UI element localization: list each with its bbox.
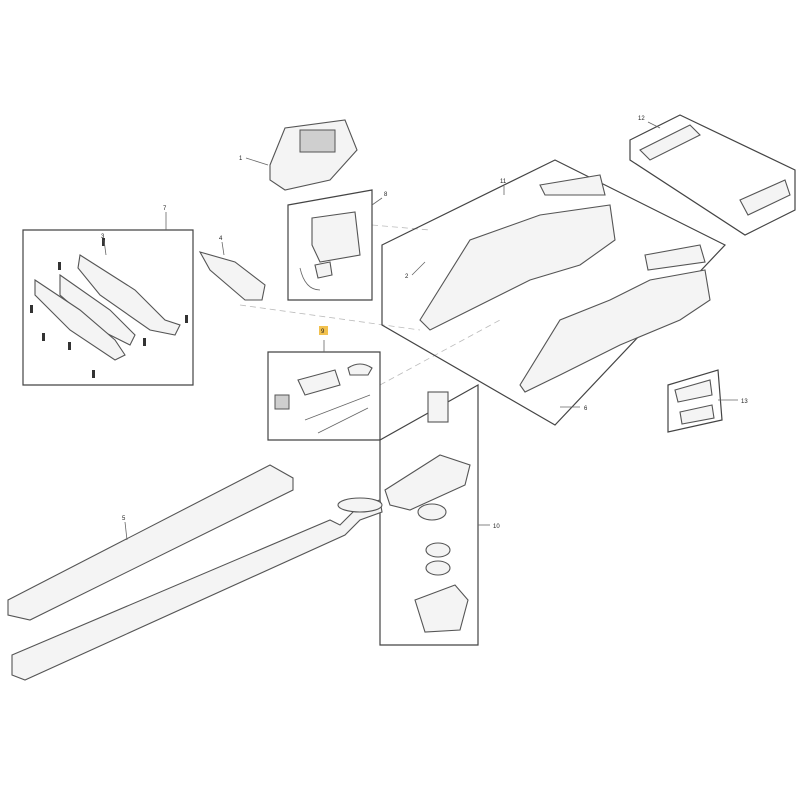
callout-9: 9	[321, 329, 325, 335]
part-1-opening	[299, 129, 336, 153]
group-13-box	[667, 369, 723, 433]
group-9-box	[267, 340, 381, 441]
group-8-box	[287, 189, 373, 301]
callout-10: 10	[493, 524, 500, 530]
callout-13: 13	[741, 399, 748, 405]
assembly-lines	[239, 224, 501, 386]
callouts: 1 2 3 4 5 6 7 8 9 10 11 12 13	[101, 116, 748, 541]
group-7-box	[22, 229, 194, 386]
callout-2: 2	[405, 274, 409, 280]
callout-6: 6	[584, 406, 588, 412]
part-5-blade-guard	[7, 464, 294, 621]
part-4-shape	[198, 251, 266, 301]
group-11-box	[381, 159, 726, 426]
callout-8: 8	[384, 192, 388, 198]
callout-9-highlight	[319, 326, 328, 335]
callout-7: 7	[163, 206, 167, 212]
callout-12: 12	[638, 116, 645, 122]
callout-5: 5	[122, 516, 126, 522]
callout-11: 11	[500, 179, 507, 185]
group-10-box	[379, 383, 479, 646]
group-12-box	[629, 114, 796, 236]
callout-1: 1	[239, 156, 243, 162]
callout-4: 4	[219, 236, 223, 242]
blade	[11, 497, 383, 681]
callout-3: 3	[101, 234, 105, 240]
